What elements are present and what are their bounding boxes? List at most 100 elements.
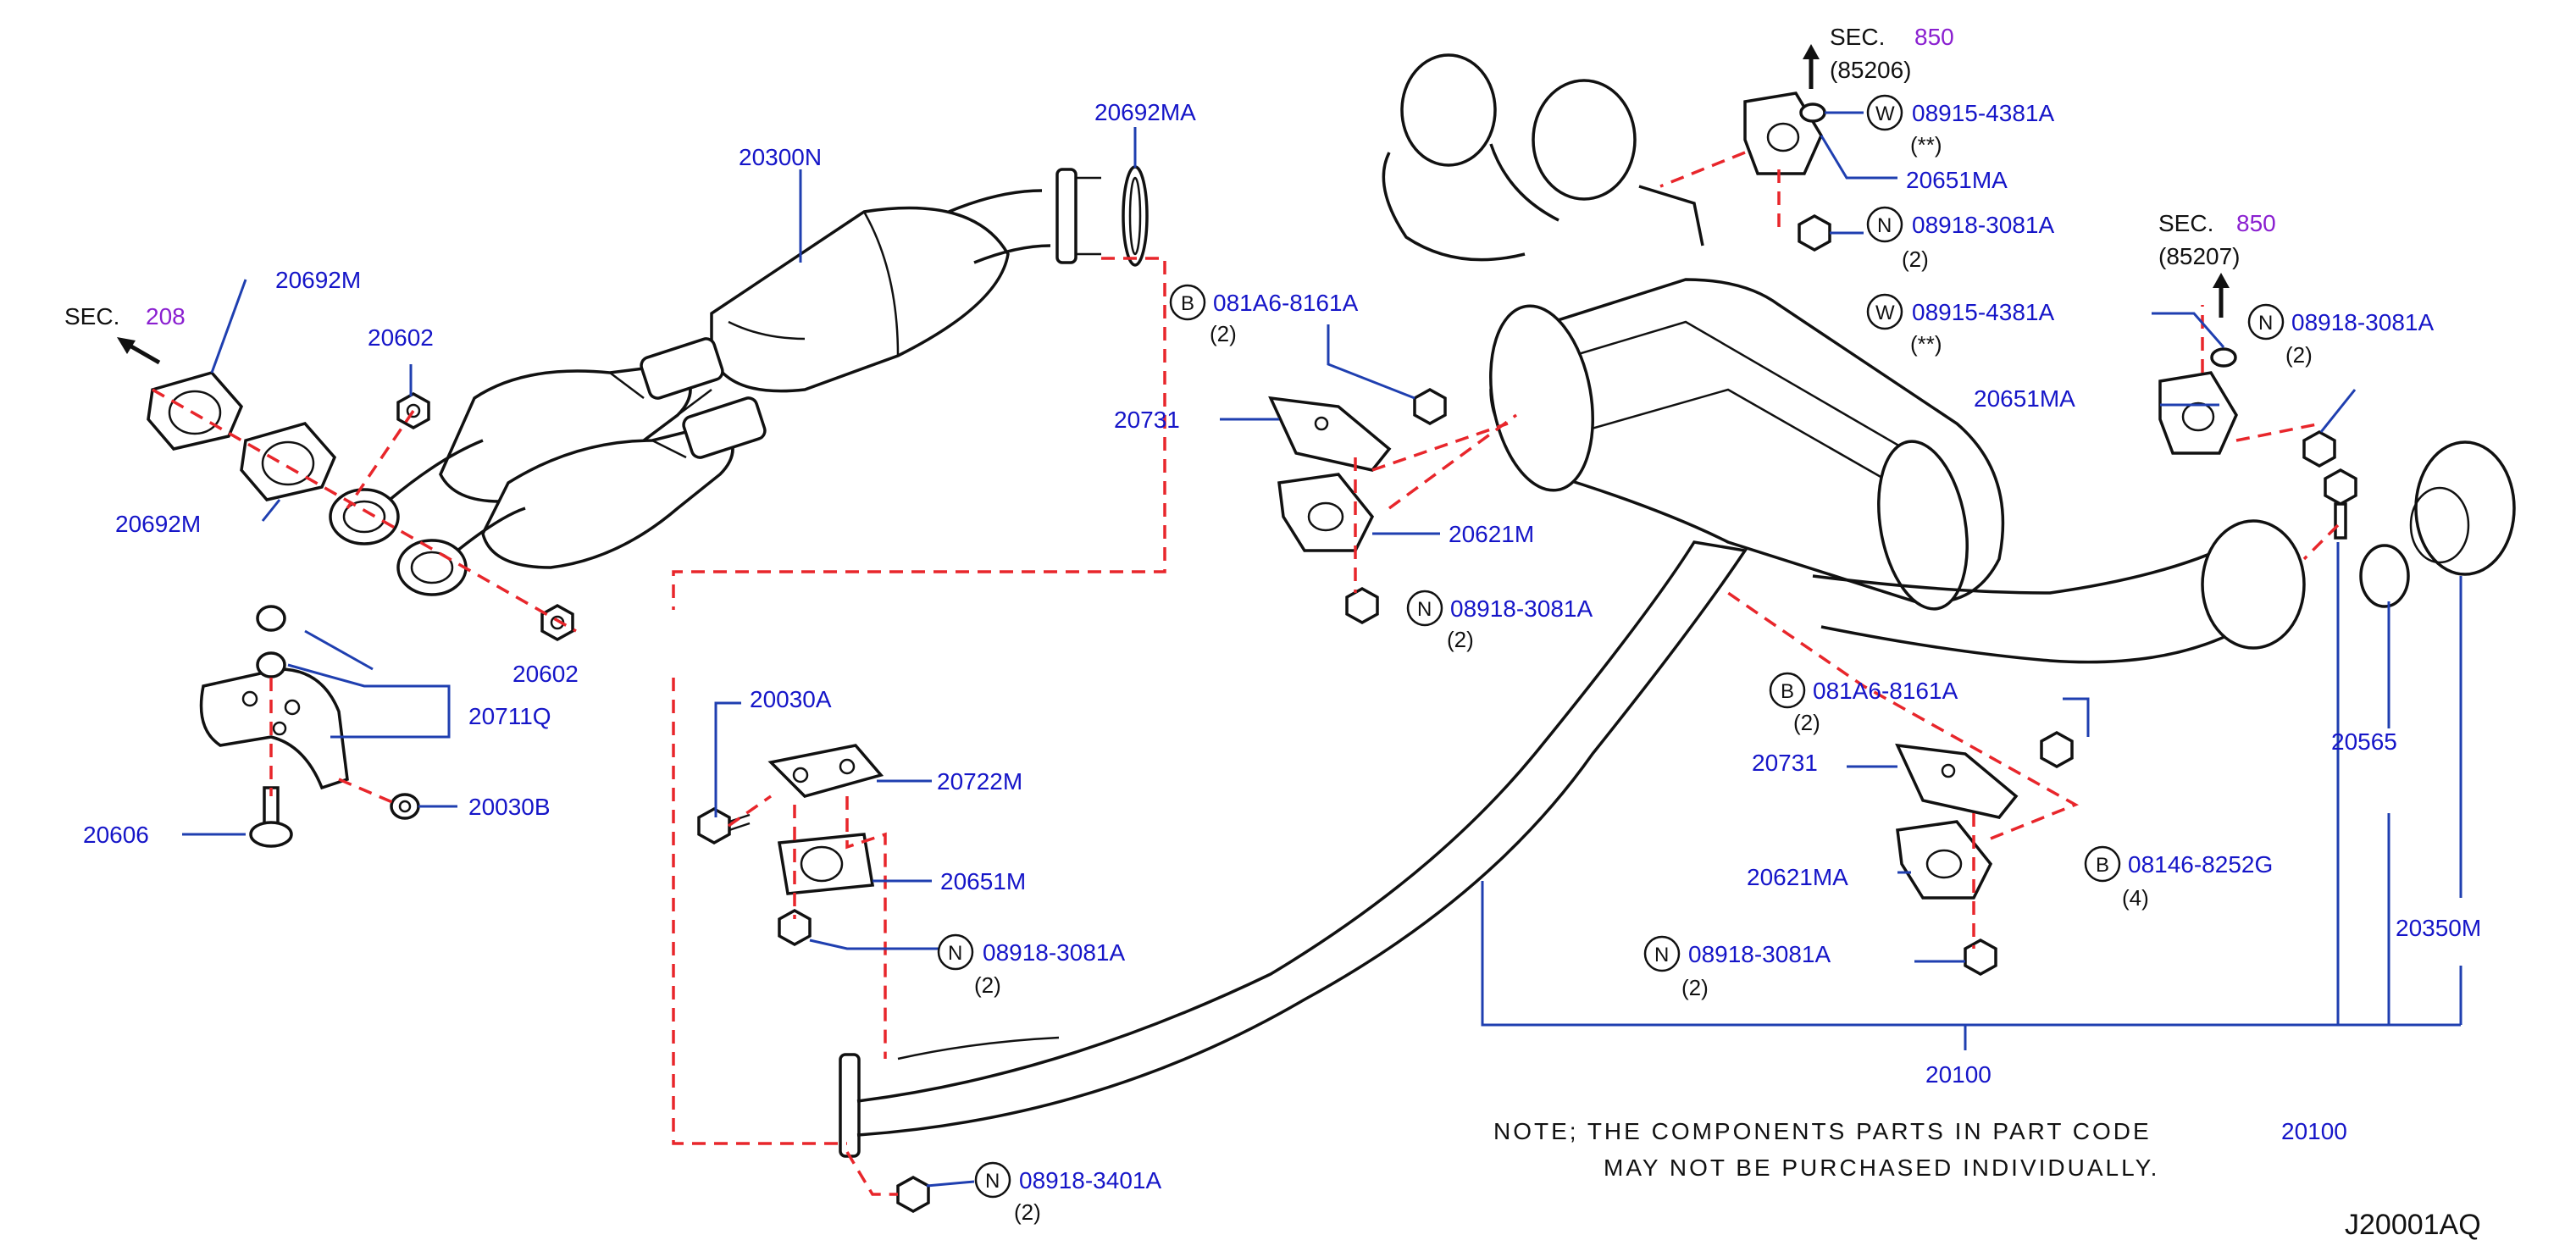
sec-850-right-ref: (85207) [2158, 243, 2241, 269]
fastener-code: 08918-3081A [1450, 595, 1593, 622]
bolt-type-b-icon [1769, 672, 1806, 709]
label-20692M-left[interactable]: 20692M [115, 511, 201, 537]
label-20350M[interactable]: 20350M [2396, 915, 2481, 941]
fastener-qty: (2) [1681, 975, 1709, 1000]
bracket-20731-upper[interactable] [1268, 396, 1392, 472]
bracket-20731-lower[interactable] [1895, 743, 2019, 819]
fastener-code: 08146-8252G [2128, 851, 2273, 878]
mount-20621MA[interactable] [1896, 820, 1993, 900]
label-20651MA-top[interactable]: 20651MA [1906, 167, 2008, 193]
nut-08918-upper[interactable] [1798, 213, 1831, 252]
washer-08915-upper[interactable] [1799, 102, 1826, 123]
label-20100-bottom[interactable]: 20100 [1925, 1061, 1992, 1088]
fastener-callout-08918-top[interactable]: N 08918-3081A (2) [1866, 206, 2054, 272]
nut-20621MA-lower[interactable] [1964, 938, 1997, 977]
nut-20651M-lower[interactable] [778, 908, 812, 947]
label-20711Q[interactable]: 20711Q [468, 703, 551, 729]
label-20030A[interactable]: 20030A [750, 686, 832, 712]
mount-insulator-20651M[interactable] [777, 833, 875, 895]
bracket-20722M[interactable] [767, 744, 884, 798]
nut-type-n-icon [1406, 590, 1443, 627]
hanger-20651MA-mid[interactable] [2158, 371, 2238, 455]
front-exhaust-tube[interactable] [839, 540, 1748, 1158]
bolt-081A6-upper[interactable] [1413, 387, 1447, 426]
label-20602-bottom[interactable]: 20602 [512, 661, 579, 687]
fastener-letter: B [1781, 680, 1794, 703]
nut-type-n-icon [1866, 206, 1903, 243]
fastener-letter: N [2258, 312, 2273, 335]
gasket-20692M-lower[interactable] [240, 422, 337, 501]
nut-08918-3401A[interactable] [896, 1175, 930, 1214]
bracket-20711Q[interactable] [199, 605, 349, 790]
note-line-2: MAY NOT BE PURCHASED INDIVIDUALLY. [1604, 1155, 2159, 1181]
bolt-08146-8252G[interactable] [2324, 468, 2357, 540]
fastener-qty: (2) [1902, 246, 1929, 272]
fastener-code: 08915-4381A [1912, 100, 2054, 126]
fastener-callout-08918-right[interactable]: N 08918-3081A (2) [2247, 303, 2434, 368]
fastener-letter: N [1654, 944, 1669, 966]
fastener-qty: (2) [1014, 1199, 1041, 1225]
nut-20030B[interactable] [390, 793, 420, 820]
fastener-callout-08918-mid[interactable]: N 08918-3081A (2) [1406, 590, 1593, 652]
label-20731-bottom[interactable]: 20731 [1752, 750, 1818, 776]
nut-20602-bottom[interactable] [540, 603, 574, 642]
bolt-type-b-icon [2084, 845, 2121, 883]
fastener-letter: W [1875, 302, 1895, 324]
gasket-20692M-upper[interactable] [147, 371, 244, 451]
bolt-type-b-icon [1169, 284, 1206, 321]
nut-type-n-icon [2247, 303, 2285, 341]
sec-208-reference[interactable]: SEC. 208 [64, 303, 186, 365]
fastener-callout-08918-3401A[interactable]: N 08918-3401A (2) [974, 1161, 1161, 1225]
fastener-qty: (4) [2122, 885, 2149, 911]
label-20602-top[interactable]: 20602 [368, 324, 434, 351]
nut-20621M-lower[interactable] [1345, 586, 1379, 625]
bolt-081A6-lower[interactable] [2040, 730, 2074, 769]
bolt-20606[interactable] [249, 786, 293, 848]
leader-lines [182, 111, 2462, 1188]
gasket-20692MA[interactable] [1122, 165, 1149, 267]
label-20621MA[interactable]: 20621MA [1747, 864, 1848, 890]
label-20692M-top[interactable]: 20692M [275, 267, 361, 293]
label-20722M[interactable]: 20722M [937, 768, 1022, 795]
nut-type-n-icon [1643, 935, 1681, 972]
label-20606[interactable]: 20606 [83, 822, 149, 848]
nut-08918-right[interactable] [2302, 429, 2336, 468]
fastener-letter: W [1875, 102, 1895, 125]
sec-850-top-reference[interactable]: SEC. 850 (85206) [1803, 24, 1954, 89]
fastener-code: 08918-3081A [1912, 212, 2054, 238]
label-20565[interactable]: 20565 [2331, 728, 2397, 755]
alignment-dashes [152, 151, 2340, 1196]
fastener-code: 081A6-8161A [1213, 290, 1359, 316]
fastener-callout-08915-top[interactable]: W 08915-4381A (**) [1866, 94, 2054, 158]
fastener-qty: (2) [974, 972, 1001, 998]
fastener-callout-08918-left[interactable]: N 08918-3081A (2) [937, 933, 1125, 998]
note-line-1: NOTE; THE COMPONENTS PARTS IN PART CODE [1493, 1118, 2152, 1144]
rear-muffler-assembly[interactable] [1382, 53, 2516, 664]
bolt-20030A[interactable] [697, 806, 751, 845]
mount-20621M[interactable] [1277, 473, 1375, 552]
fastener-callout-08146[interactable]: B 08146-8252G (4) [2084, 845, 2273, 911]
sec-208-arrowhead-icon [117, 337, 136, 354]
converter-outlet-flange[interactable] [1055, 168, 1101, 264]
sec-850-right-reference[interactable]: SEC. 850 (85207) [2158, 210, 2276, 318]
sec-850-top-prefix: SEC. [1830, 24, 1885, 50]
fastener-callout-08918-lower[interactable]: N 08918-3081A (2) [1643, 935, 1831, 1000]
fastener-callout-08915-mid[interactable]: W 08915-4381A (**) [1866, 293, 2054, 357]
label-20651M[interactable]: 20651M [940, 868, 1026, 894]
fastener-callout-081A6-top[interactable]: B 081A6-8161A (2) [1169, 284, 1359, 346]
label-20731-top[interactable]: 20731 [1114, 407, 1180, 433]
label-20100-note[interactable]: 20100 [2281, 1118, 2347, 1144]
fastener-callout-081A6-right[interactable]: B 081A6-8161A (2) [1769, 672, 1958, 735]
sec-208-number: 208 [146, 303, 186, 329]
label-20030B[interactable]: 20030B [468, 794, 551, 820]
washer-08915-mid[interactable] [2210, 347, 2237, 368]
label-20300N[interactable]: 20300N [739, 144, 822, 170]
catalytic-converter-assembly[interactable] [329, 189, 1051, 596]
fastener-code: 08918-3081A [2291, 309, 2434, 335]
nut-type-n-icon [974, 1161, 1011, 1199]
label-20692MA[interactable]: 20692MA [1094, 99, 1196, 125]
fastener-code: 081A6-8161A [1813, 678, 1958, 704]
label-20651MA-mid[interactable]: 20651MA [1974, 385, 2075, 412]
label-20621M[interactable]: 20621M [1449, 521, 1534, 547]
